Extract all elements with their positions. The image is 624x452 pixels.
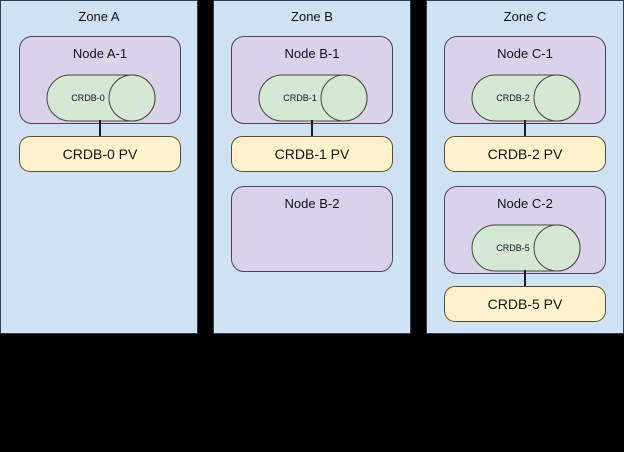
zone-title-a: Zone A (78, 9, 120, 24)
database-cylinder-crdb-1[interactable]: CRDB-1 (258, 74, 368, 122)
connector-crdb-0-to-pv (99, 120, 101, 137)
pv-label-crdb-1: CRDB-1 PV (274, 145, 350, 162)
zone-title-c: Zone C (503, 9, 547, 24)
pv-box-crdb-5[interactable]: CRDB-5 PV (444, 286, 606, 322)
node-title-b-2: Node B-2 (284, 196, 340, 211)
pv-box-crdb-0[interactable]: CRDB-0 PV (19, 136, 181, 172)
connector-crdb-1-to-pv (311, 120, 313, 137)
connector-crdb-5-to-pv (524, 270, 526, 287)
database-cylinder-crdb-2[interactable]: CRDB-2 (471, 74, 581, 122)
node-title-b-1: Node B-1 (284, 46, 340, 61)
zone-title-b: Zone B (291, 9, 333, 24)
node-box-b-2[interactable]: Node B-2 (231, 186, 393, 272)
connector-crdb-2-to-pv (524, 120, 526, 137)
pv-label-crdb-0: CRDB-0 PV (62, 145, 138, 162)
database-cylinder-crdb-0[interactable]: CRDB-0 (46, 74, 156, 122)
database-cylinder-crdb-5[interactable]: CRDB-5 (471, 224, 581, 272)
node-title-a-1: Node A-1 (72, 46, 128, 61)
node-title-c-1: Node C-1 (497, 46, 553, 61)
pv-label-crdb-2: CRDB-2 PV (487, 145, 563, 162)
pv-box-crdb-1[interactable]: CRDB-1 PV (231, 136, 393, 172)
pv-box-crdb-2[interactable]: CRDB-2 PV (444, 136, 606, 172)
node-title-c-2: Node C-2 (497, 196, 553, 211)
pv-label-crdb-5: CRDB-5 PV (487, 295, 563, 312)
